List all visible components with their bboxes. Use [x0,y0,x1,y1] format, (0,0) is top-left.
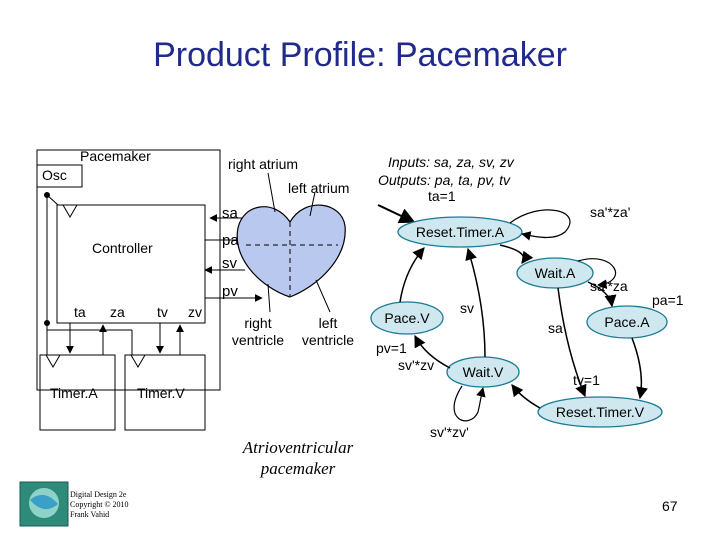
transition-label-wait-a-to-pace-a: sa'*za [590,278,628,294]
book-logo-swirl [30,494,58,510]
footer-line-1: Digital Design 2e [70,490,127,499]
right-atrium-label: right atrium [228,156,299,172]
right-atrium-pointer [267,172,276,213]
signal-sv: sv [222,255,237,272]
timer-v-clock-symbol [130,354,146,368]
timer-a-clock-symbol [45,354,61,368]
transition-wait-a-self [577,258,617,289]
right-ventricle-line-2: ventricle [231,332,285,348]
timer-v-label: Timer.V [137,385,185,401]
controller-box [56,204,206,324]
state-reset-timer-a-label: Reset.Timer.A [415,224,505,240]
transition-label-wait-v-sv: sv [460,300,474,316]
port-za: za [110,304,125,320]
slide-title: Product Profile: Pacemaker [153,36,567,74]
transition-pace-a-to-reset-v [631,337,648,400]
transition-wait-v-self [453,385,486,422]
signal-sa: sa [222,205,238,222]
state-pace-v-label: Pace.V [384,310,430,326]
heart-shape [236,204,346,298]
port-tv: tv [157,304,168,320]
transition-label-reset-v-action: tv=1 [573,372,600,388]
transition-reset-a-to-wait-a [499,244,534,264]
footer-credits: Digital Design 2e Copyright © 2010 Frank… [70,490,129,520]
transition-wait-a-to-pace-a [587,281,617,308]
footer-line-3: Frank Vahid [70,510,110,519]
controller-label: Controller [92,240,153,256]
osc-label: Osc [42,167,67,183]
transition-label-pace-v-action: pv=1 [376,340,407,356]
left-atrium-label: left atrium [288,180,350,196]
right-ventricle-line-1: right [244,315,272,331]
transition-wait-a-to-reset-v [557,287,587,398]
clock-wire [46,194,59,206]
state-wait-a[interactable] [516,257,594,289]
signal-pv: pv [222,283,238,300]
port-zv: zv [188,304,202,320]
left-ventricle-line-2: ventricle [301,332,355,348]
osc-box [36,164,83,188]
transition-reset-v-to-wait-v [511,384,541,409]
fsm-inputs: Inputs: sa, za, sv, zv [388,154,514,170]
transition-label-reset-a-self: sa'*za' [590,204,631,220]
state-wait-v-label: Wait.V [462,364,504,380]
footer-line-2: Copyright © 2010 [70,500,129,509]
fsm-init-action: ta=1 [428,188,456,204]
state-wait-v[interactable] [446,356,520,388]
fsm-outputs: Outputs: pa, ta, pv, tv [378,172,511,188]
transition-label-wait-a-sa: sa [548,320,563,336]
state-pace-v[interactable] [370,301,444,335]
state-pace-a[interactable] [586,305,668,339]
heart-caption: Atrioventricular pacemaker [228,437,368,479]
controller-clock-symbol [62,204,78,218]
transition-wait-v-to-reset-a [465,247,486,358]
transition-label-wait-v-pace-v: sv'*zv [398,357,435,373]
right-ventricle-pointer [267,283,271,313]
heart-caption-line-1: Atrioventricular [242,438,354,457]
signal-pa: pa [222,232,239,249]
timer-a-box [39,354,116,431]
left-ventricle-label: left ventricle [296,315,360,349]
initial-arrow [377,204,416,224]
transition-reset-a-self [509,209,571,241]
left-ventricle-pointer [315,279,331,313]
right-ventricle-label: right ventricle [228,315,288,349]
state-pace-a-label: Pace.A [604,314,650,330]
port-ta: ta [74,304,86,320]
pacemaker-label: Pacemaker [80,148,151,164]
timer-a-label: Timer.A [50,385,98,401]
transition-pace-v-to-reset-a [399,247,425,303]
state-reset-timer-v-label: Reset.Timer.V [555,404,645,420]
state-reset-timer-v[interactable] [537,396,663,428]
transition-label-wait-v-self: sv'*zv' [430,424,469,440]
page-number: 67 [662,498,678,514]
transition-label-pace-a-action: pa=1 [652,292,684,308]
transition-wait-v-to-pace-v [414,334,451,369]
state-wait-a-label: Wait.A [534,265,576,281]
heart-caption-line-2: pacemaker [260,459,336,478]
left-atrium-pointer [309,191,316,217]
left-ventricle-line-1: left [318,315,338,331]
timer-v-box [124,354,206,431]
